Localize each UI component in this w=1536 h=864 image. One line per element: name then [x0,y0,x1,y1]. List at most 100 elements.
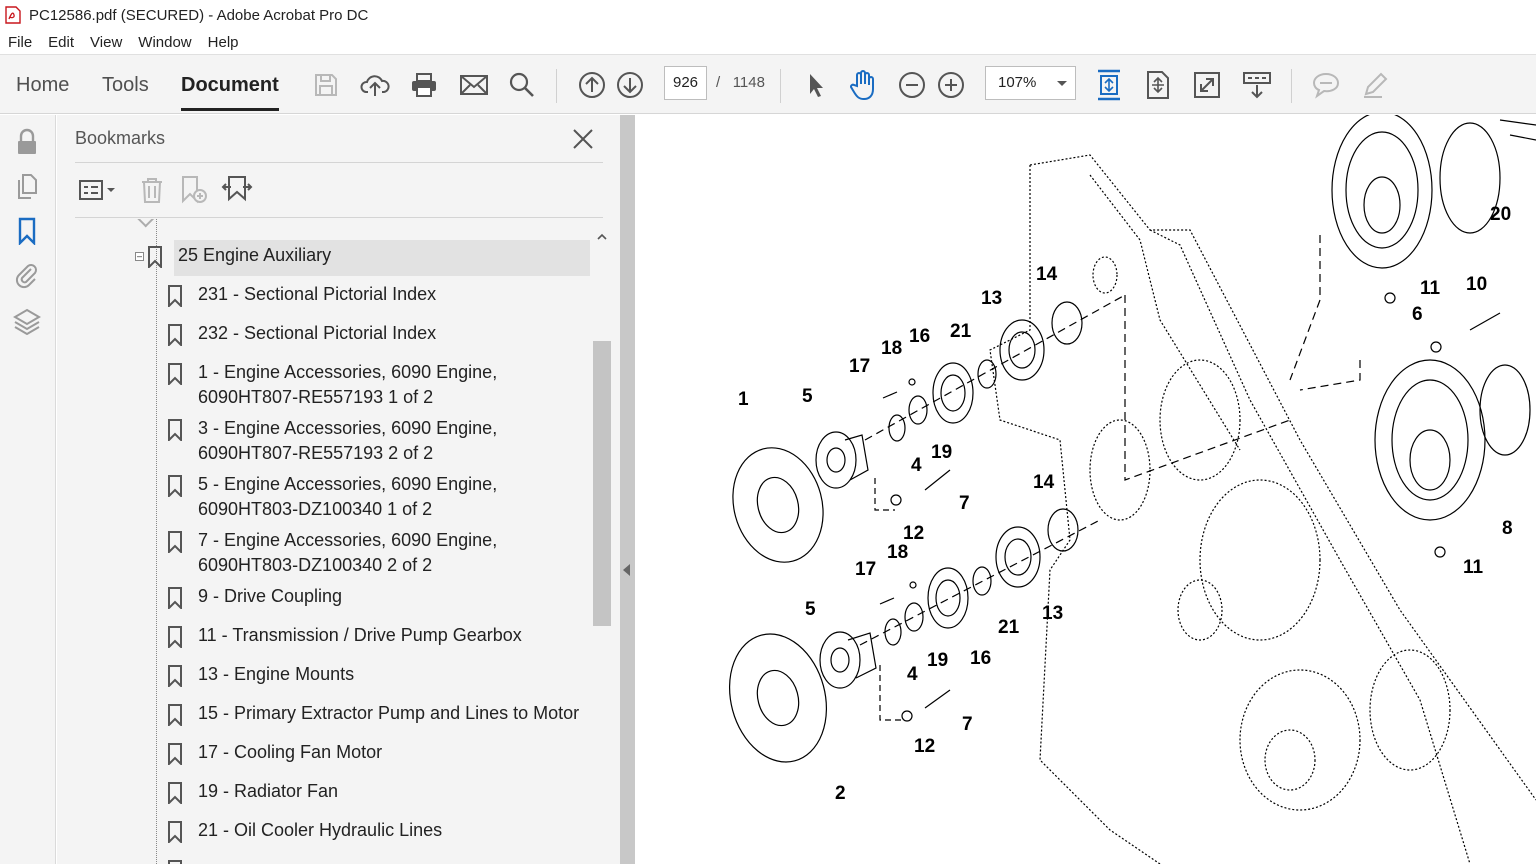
callout-number: 16 [970,648,991,669]
bookmark-icon [168,324,182,346]
bookmark-icon [148,246,162,268]
tab-document[interactable]: Document [181,74,279,111]
callout-number: 16 [909,326,930,347]
callout-number: 11 [1420,278,1441,299]
scrolling-mode-icon[interactable] [1091,67,1127,103]
lock-icon[interactable] [12,127,42,157]
callout-number: 11 [1463,557,1484,578]
page-number-input[interactable]: 926 [664,66,707,100]
callout-number: 14 [1033,472,1055,493]
comment-icon[interactable] [1308,67,1344,103]
callout-number: 13 [981,288,1002,309]
callout-number: 13 [1042,603,1063,624]
close-icon[interactable] [569,125,597,153]
fit-page-icon[interactable] [1140,67,1176,103]
highlight-pen-icon[interactable] [1357,67,1393,103]
full-screen-icon[interactable] [1189,67,1225,103]
tab-tools[interactable]: Tools [102,74,149,96]
search-icon[interactable] [504,67,540,103]
select-cursor-icon[interactable] [797,67,833,103]
bookmark-item[interactable]: 7 - Engine Accessories, 6090 Engine, 609… [75,525,591,581]
bookmark-item[interactable]: 9 - Drive Coupling [75,581,591,620]
bookmark-icon [168,743,182,765]
bookmark-icon [168,475,182,497]
save-icon[interactable] [308,67,344,103]
callout-number: 18 [881,338,902,359]
bookmark-item-partial[interactable] [75,854,591,864]
bookmark-item[interactable]: 1 - Engine Accessories, 6090 Engine, 609… [75,357,591,413]
callout-number: 10 [1466,274,1487,295]
bookmark-options-icon[interactable] [77,173,117,207]
main-toolbar: Home Tools Document [0,54,1536,114]
bookmark-icon [168,531,182,553]
print-icon[interactable] [406,67,442,103]
callout-number: 1 [738,389,749,410]
new-bookmark-icon[interactable] [176,173,212,207]
bookmark-item[interactable]: 231 - Sectional Pictorial Index [75,279,591,318]
acrobat-pdf-icon [5,6,21,24]
callout-number: 14 [1036,264,1058,285]
bookmark-item[interactable]: 21 - Oil Cooler Hydraulic Lines [75,815,591,854]
menu-file[interactable]: File [8,33,33,51]
callout-number: 21 [998,617,1020,638]
panel-splitter[interactable] [620,115,635,864]
bookmarks-scrollbar[interactable] [593,223,611,864]
left-navigation-rail [0,115,56,864]
callout-number: 4 [911,455,922,476]
callout-number: 12 [914,736,935,757]
bookmark-icon [168,782,182,804]
bookmark-item[interactable]: 13 - Engine Mounts [75,659,591,698]
callout-number: 2 [835,783,846,804]
menu-window[interactable]: Window [138,33,192,51]
previous-page-icon[interactable] [574,67,610,103]
bookmark-item[interactable]: 19 - Radiator Fan [75,776,591,815]
menu-help[interactable]: Help [207,33,239,51]
panel-title: Bookmarks [75,128,166,148]
bookmark-item[interactable]: 15 - Primary Extractor Pump and Lines to… [75,698,591,737]
callout-number: 17 [849,356,870,377]
bookmark-icon [168,363,182,385]
expand-bookmark-icon[interactable] [219,173,255,207]
attachments-icon[interactable] [12,260,42,290]
page-thumbnails-icon[interactable] [12,172,42,202]
callout-number: 19 [931,442,952,463]
menu-edit[interactable]: Edit [48,33,75,51]
bookmarks-panel: Bookmarks – 25 Engine Auxiliary 231 - Se… [57,115,620,864]
bookmark-item[interactable]: 11 - Transmission / Drive Pump Gearbox [75,620,591,659]
menu-view[interactable]: View [90,33,123,51]
cloud-upload-icon[interactable] [357,67,393,103]
collapse-toggle[interactable]: – [135,251,144,261]
collapse-panel-icon[interactable] [623,564,630,576]
bookmark-icon [168,587,182,609]
bookmark-item[interactable]: 17 - Cooling Fan Motor [75,737,591,776]
bookmark-icon [168,626,182,648]
title-bar: PC12586.pdf (SECURED) - Adobe Acrobat Pr… [0,0,1536,30]
layers-icon[interactable] [12,306,42,336]
hand-tool-icon[interactable] [845,67,881,103]
email-icon[interactable] [456,67,492,103]
callout-number: 8 [1502,518,1513,539]
tab-home[interactable]: Home [16,74,70,96]
document-view[interactable]: 1 5 17 18 16 21 13 14 19 4 7 12 14 18 17… [635,115,1536,864]
zoom-out-icon[interactable] [894,67,930,103]
bookmark-icon [168,860,182,864]
next-page-icon[interactable] [612,67,648,103]
callout-number: 5 [802,386,813,407]
callout-number: 5 [805,599,816,620]
callout-number: 17 [855,559,876,580]
scroll-thumb[interactable] [593,341,611,626]
bookmark-panel-icon[interactable] [12,216,42,246]
zoom-select[interactable]: 107% [985,66,1076,100]
read-mode-icon[interactable] [1239,67,1275,103]
bookmark-parent-25-engine-auxiliary[interactable] [174,240,590,276]
zoom-in-icon[interactable] [933,67,969,103]
callout-number: 7 [962,714,973,735]
scroll-up-icon[interactable] [596,231,608,243]
bookmark-item[interactable]: 5 - Engine Accessories, 6090 Engine, 609… [75,469,591,525]
bookmark-item[interactable]: 232 - Sectional Pictorial Index [75,318,591,357]
bookmark-item[interactable]: 3 - Engine Accessories, 6090 Engine, 609… [75,413,591,469]
delete-bookmark-icon[interactable] [134,173,170,207]
bookmark-tree: – 25 Engine Auxiliary 231 - Sectional Pi… [75,219,591,864]
callout-number: 18 [887,542,908,563]
bookmark-icon [168,665,182,687]
